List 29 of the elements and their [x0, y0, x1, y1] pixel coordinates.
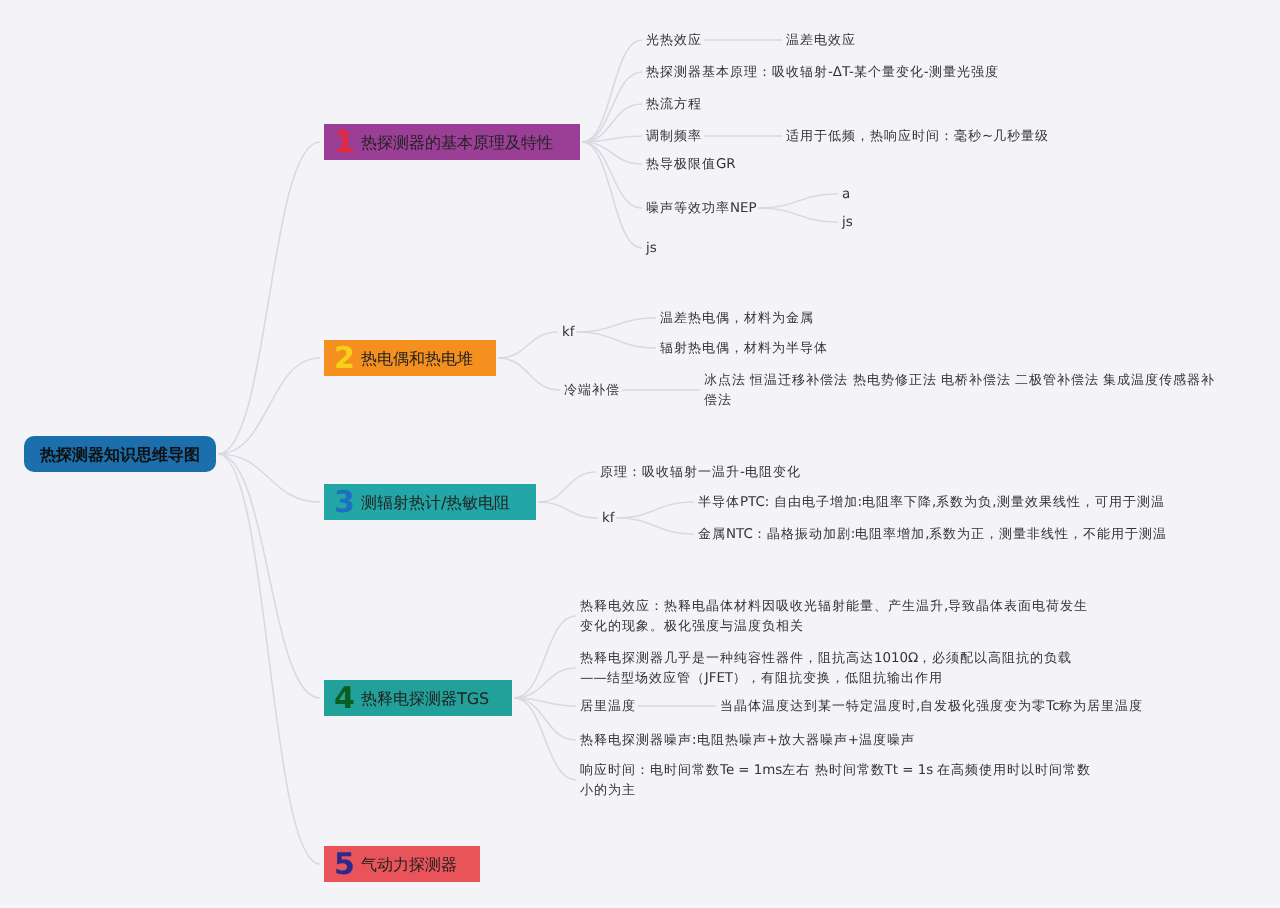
branch-topic-box — [324, 340, 496, 376]
branch-title: 热释电探测器TGS — [360, 687, 490, 709]
branch-topic-box — [324, 484, 536, 520]
connector-line — [537, 501, 599, 519]
branch-number: 5 — [334, 846, 355, 882]
connector-line — [497, 331, 559, 359]
branch-number: 4 — [334, 680, 355, 716]
connector-line — [513, 697, 577, 781]
branch-title: 热探测器的基本原理及特性 — [360, 131, 553, 153]
connector-line — [497, 357, 561, 391]
branch-topic-box — [324, 846, 480, 882]
connector-line — [757, 207, 839, 223]
connector-line — [615, 517, 695, 535]
branch-topic-box — [324, 124, 580, 160]
connector-line — [575, 331, 657, 349]
connector-line — [217, 141, 321, 455]
branch-number: 2 — [334, 340, 355, 376]
connector-line — [581, 141, 643, 249]
branch-number: 1 — [334, 124, 355, 160]
branch-title: 测辐射热计/热敏电阻 — [360, 491, 511, 513]
connector-line — [217, 453, 321, 503]
connector-line — [537, 471, 597, 503]
connector-line — [217, 453, 321, 865]
branch-title: 气动力探测器 — [360, 853, 457, 875]
connector-line — [513, 615, 577, 699]
root-topic-box: 热探测器知识思维导图 — [24, 436, 216, 472]
branch-title: 热电偶和热电堆 — [360, 347, 473, 369]
branch-topic-box — [324, 680, 512, 716]
connector-line — [581, 39, 643, 143]
